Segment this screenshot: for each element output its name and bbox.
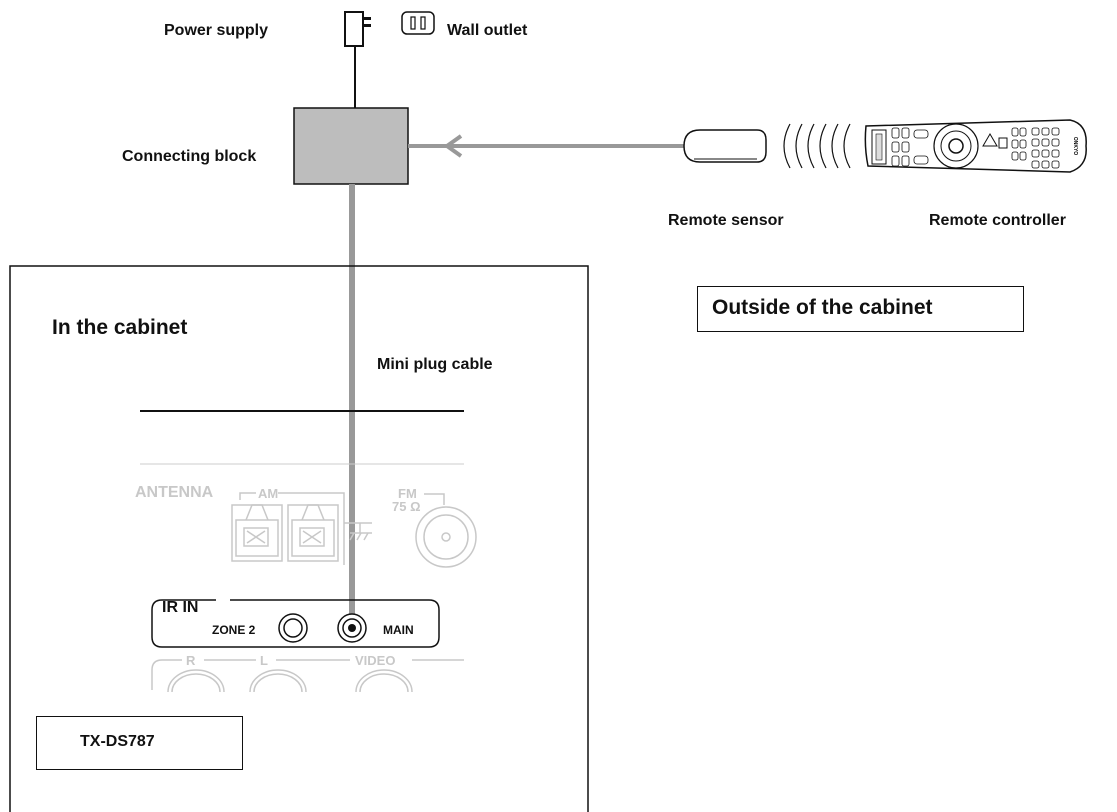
ir-signal-waves xyxy=(783,123,851,169)
model-box: TX-DS787 xyxy=(36,716,243,770)
model-label: TX-DS787 xyxy=(80,733,155,750)
wall-outlet-label: Wall outlet xyxy=(447,22,528,39)
antenna-label: ANTENNA xyxy=(135,484,214,501)
outside-cabinet-box: Outside of the cabinet xyxy=(697,286,1024,332)
av-jacks-section: R L VIDEO xyxy=(151,653,464,693)
fm-impedance-label: 75 Ω xyxy=(392,499,421,514)
ir-in-panel: IR IN ZONE 2 MAIN xyxy=(151,599,440,648)
remote-controller: ONKYO xyxy=(864,119,1087,173)
power-supply-adapter xyxy=(344,11,371,108)
zone2-label: ZONE 2 xyxy=(212,623,256,637)
remote-controller-label: Remote controller xyxy=(929,212,1066,229)
connecting-block xyxy=(293,107,409,185)
cabinet-outline xyxy=(9,265,589,812)
in-cabinet-label: In the cabinet xyxy=(52,316,188,339)
remote-sensor xyxy=(683,129,767,163)
outside-cabinet-label: Outside of the cabinet xyxy=(712,296,933,319)
power-supply-label: Power supply xyxy=(164,22,269,39)
remote-sensor-label: Remote sensor xyxy=(668,212,784,229)
main-jack xyxy=(337,613,367,643)
am-label: AM xyxy=(258,486,278,501)
sensor-cable xyxy=(408,134,685,158)
zone2-jack xyxy=(278,613,308,643)
main-label: MAIN xyxy=(383,623,414,637)
mini-plug-cable-label: Mini plug cable xyxy=(377,356,493,373)
r-label: R xyxy=(186,653,196,668)
wall-outlet-icon xyxy=(401,11,435,35)
signal-arrow xyxy=(445,134,463,158)
antenna-section: ANTENNA AM FM 75 Ω xyxy=(135,484,477,568)
connecting-block-label: Connecting block xyxy=(122,148,257,165)
ir-in-label: IR IN xyxy=(162,599,198,616)
video-label: VIDEO xyxy=(355,653,395,668)
remote-brand-logo: ONKYO xyxy=(1072,137,1078,155)
l-label: L xyxy=(260,653,268,668)
fm-label: FM xyxy=(398,486,417,501)
